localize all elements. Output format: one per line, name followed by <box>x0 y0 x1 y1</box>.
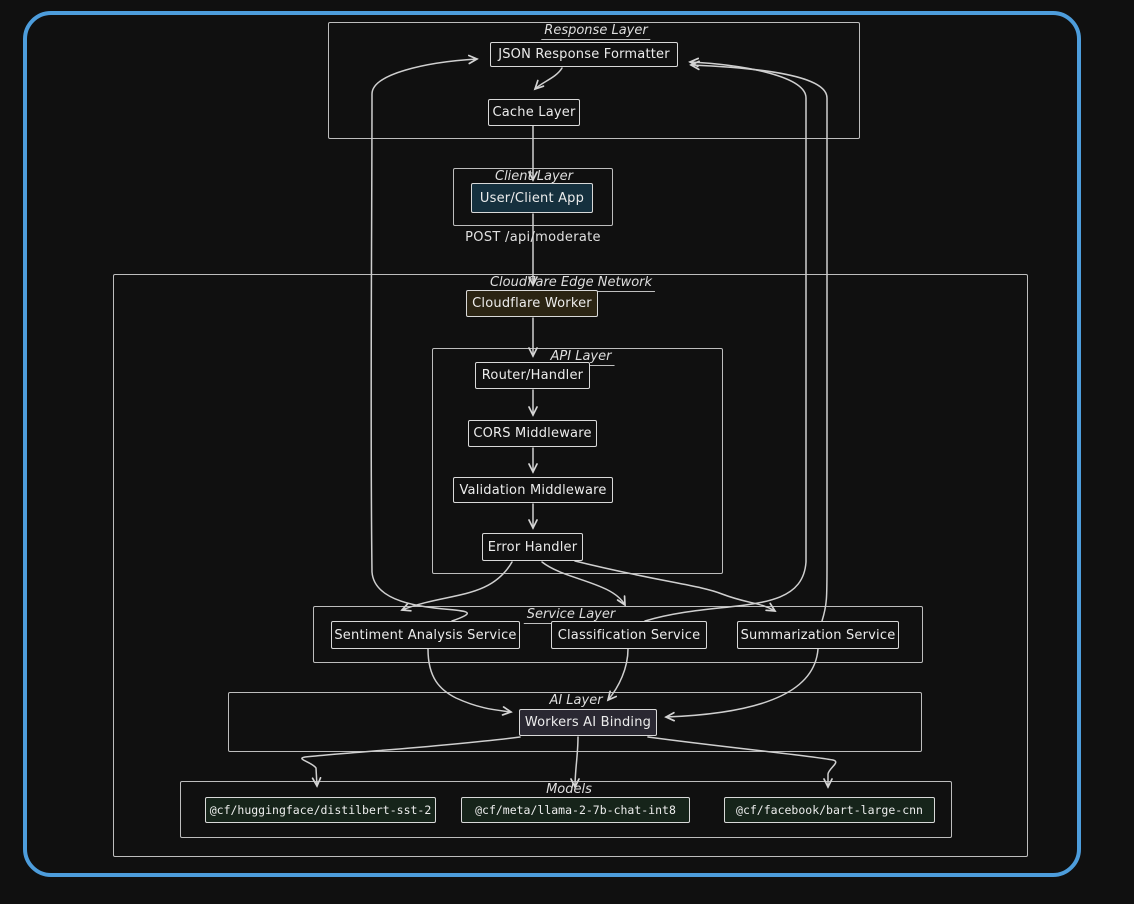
node-validation-middleware: Validation Middleware <box>453 477 613 503</box>
node-cors-middleware: CORS Middleware <box>468 420 597 447</box>
node-label: JSON Response Formatter <box>498 47 670 62</box>
node-cache-layer: Cache Layer <box>488 99 580 126</box>
node-error-handler: Error Handler <box>482 533 583 561</box>
node-label: Error Handler <box>487 539 578 555</box>
node-workers-ai-binding: Workers AI Binding <box>519 709 657 736</box>
node-model-distilbert: @cf/huggingface/distilbert-sst-2 <box>205 797 436 823</box>
node-label: Cache Layer <box>492 105 576 120</box>
node-sentiment-analysis-service: Sentiment Analysis Service <box>331 621 520 649</box>
node-model-bart: @cf/facebook/bart-large-cnn <box>724 797 935 823</box>
node-label: Summarization Service <box>740 627 896 643</box>
node-json-response-formatter: JSON Response Formatter <box>490 42 678 67</box>
node-label: @cf/huggingface/distilbert-sst-2 <box>209 803 432 817</box>
node-label: Cloudflare Worker <box>472 296 592 311</box>
node-summarization-service: Summarization Service <box>737 621 899 649</box>
node-label: Workers AI Binding <box>524 715 652 730</box>
node-label: CORS Middleware <box>473 426 592 441</box>
group-response-layer: Response Layer <box>328 22 860 139</box>
node-router-handler: Router/Handler <box>475 362 590 389</box>
node-label: @cf/facebook/bart-large-cnn <box>736 803 923 817</box>
group-label-ai-layer: AI Layer <box>546 694 606 710</box>
node-label: User/Client App <box>479 190 585 206</box>
node-classification-service: Classification Service <box>551 621 707 649</box>
node-label: Classification Service <box>557 627 701 643</box>
frame-border <box>23 11 1081 877</box>
node-model-llama: @cf/meta/llama-2-7b-chat-int8 <box>461 797 690 823</box>
node-label: Validation Middleware <box>459 482 607 498</box>
node-label: Router/Handler <box>481 368 584 383</box>
node-cloudflare-worker: Cloudflare Worker <box>466 290 598 317</box>
node-user-client-app: User/Client App <box>471 183 593 213</box>
edge-label-post-api-moderate: POST /api/moderate <box>465 230 601 245</box>
group-label-response-layer: Response Layer <box>541 24 651 40</box>
node-label: @cf/meta/llama-2-7b-chat-int8 <box>475 803 676 817</box>
node-label: Sentiment Analysis Service <box>334 627 517 643</box>
